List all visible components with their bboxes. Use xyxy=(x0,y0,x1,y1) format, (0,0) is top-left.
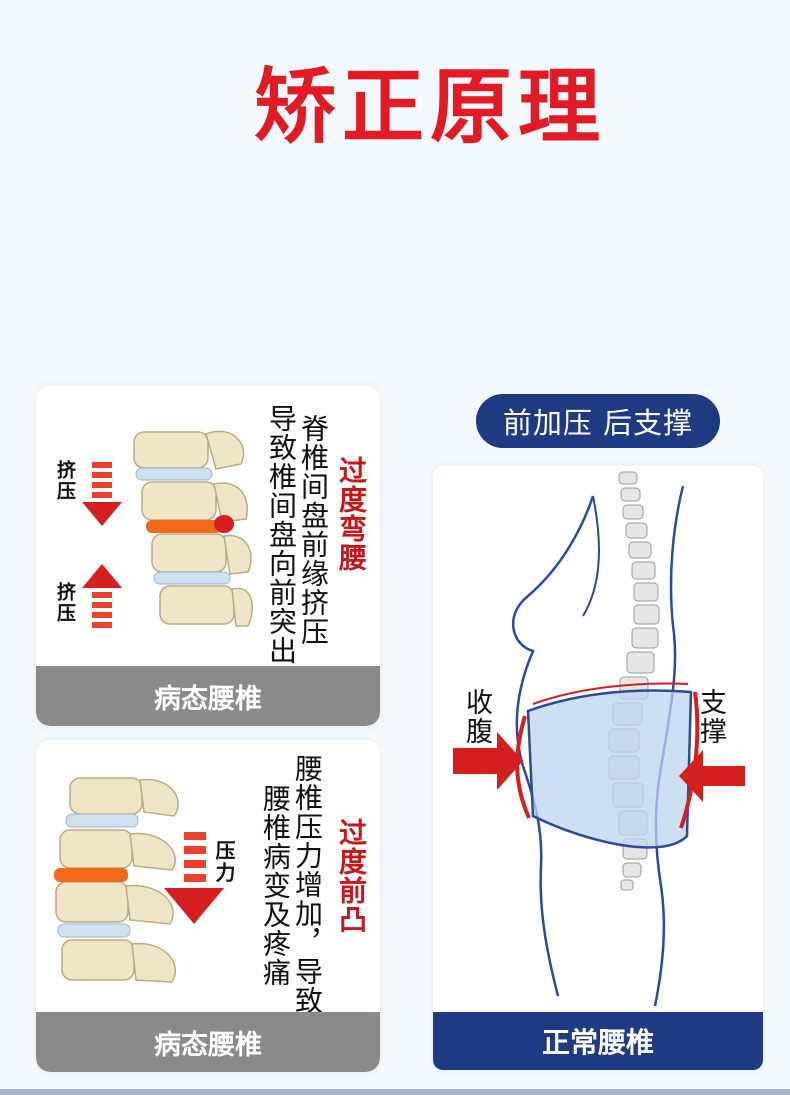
vertebra xyxy=(59,829,133,869)
body-outline-inner xyxy=(582,495,600,617)
arrow-left-icon xyxy=(679,750,745,802)
arrow-down-icon xyxy=(82,462,122,526)
card-heading: 过度弯腰 xyxy=(335,456,368,572)
arrow-label-top: 挤压 xyxy=(54,460,76,502)
page-bottom-bar xyxy=(0,1089,790,1095)
vertebra xyxy=(159,585,235,625)
arrow-label-bottom: 挤压 xyxy=(54,582,76,624)
card-desc-col1: 腰椎压力增加，导致 xyxy=(291,754,324,1015)
spine-illustration-bending xyxy=(133,430,254,627)
disc xyxy=(153,571,231,585)
disc-compressed xyxy=(54,868,128,882)
vertebra-process xyxy=(131,942,177,983)
method-pill: 前加压 后支撑 xyxy=(476,394,720,448)
vertebra-process xyxy=(139,778,179,817)
vertebra xyxy=(69,777,143,815)
card-heading: 过度前凸 xyxy=(335,818,368,934)
disc xyxy=(57,923,131,938)
vertebra-process xyxy=(213,482,248,523)
disc xyxy=(135,467,213,481)
arrow-up-icon xyxy=(82,564,122,628)
compression-top-line xyxy=(532,682,689,705)
vertebra-process xyxy=(231,587,254,627)
vertebra-process xyxy=(129,832,176,871)
card-normal-spine: 收腹 支撑 正常腰椎 xyxy=(433,466,763,1070)
body-spine-illustration xyxy=(453,471,745,1007)
disc-herniated xyxy=(146,520,222,533)
vertebra xyxy=(141,481,217,521)
compression-line-front xyxy=(515,715,531,819)
brace xyxy=(526,689,693,849)
body-outline-front xyxy=(511,495,595,997)
card-footer: 正常腰椎 xyxy=(433,1012,763,1070)
label-support: 支撑 xyxy=(695,688,726,746)
vertebra xyxy=(151,533,227,573)
card-desc-col2: 导致椎间盘向前突出 xyxy=(265,404,298,665)
card-footer: 病态腰椎 xyxy=(36,1012,380,1072)
vertebra xyxy=(61,939,135,981)
card-excessive-bending: 挤压 挤压 过度弯腰 脊椎间盘前缘挤压 导致椎间盘向前突出 病态腰椎 xyxy=(36,386,380,726)
card-excessive-lordosis: 压力 过度前凸 腰椎压力增加，导致 腰椎病变及疼痛 病态腰椎 xyxy=(36,740,380,1072)
page-title: 矫正原理 xyxy=(253,60,606,155)
spine-illustration-lordosis xyxy=(54,777,179,983)
herniation xyxy=(214,515,234,533)
vertebra xyxy=(133,431,209,469)
card-footer: 病态腰椎 xyxy=(36,666,380,726)
card-desc-col1: 脊椎间盘前缘挤压 xyxy=(297,414,330,646)
arrow-down-icon xyxy=(164,832,224,924)
arrow-right-icon xyxy=(453,732,523,790)
vertebra-process xyxy=(125,884,174,925)
vertebra-process xyxy=(223,534,252,575)
arrow-label: 压力 xyxy=(212,840,236,884)
vertebra xyxy=(55,881,129,923)
vertebra-process xyxy=(205,430,245,470)
card-desc-col2: 腰椎病变及疼痛 xyxy=(259,784,292,987)
disc xyxy=(65,813,139,828)
label-abdomen: 收腹 xyxy=(461,688,492,746)
